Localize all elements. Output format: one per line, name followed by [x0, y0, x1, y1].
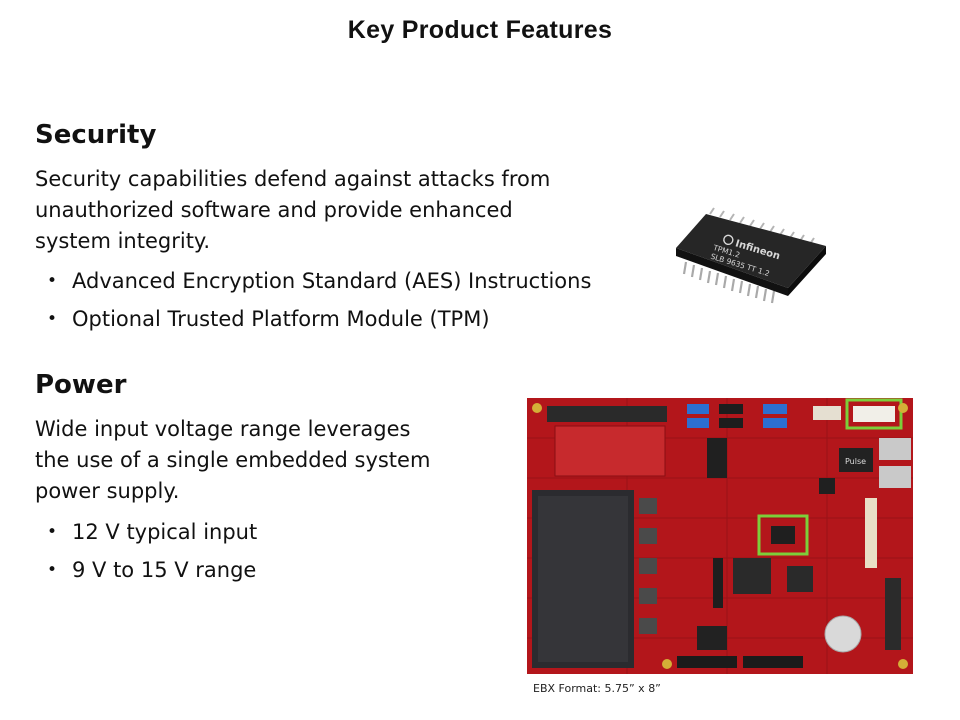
sata-connector: [687, 404, 709, 414]
ethernet-port: [879, 438, 911, 460]
memory-slot: [547, 406, 667, 422]
power-description-line: Wide input voltage range leverages: [35, 417, 411, 441]
inductor: [639, 498, 657, 514]
board-chip: [733, 558, 771, 594]
usb-connector: [763, 404, 787, 414]
board-chip: [697, 626, 727, 650]
security-bullet-tpm: • Optional Trusted Platform Module (TPM): [47, 300, 591, 338]
inductor: [639, 528, 657, 544]
mounting-hole: [532, 403, 542, 413]
power-description-line: the use of a single embedded system: [35, 448, 431, 472]
bullet-icon: •: [47, 560, 58, 580]
infineon-logo-icon: [723, 234, 734, 246]
security-bullet-list: • Advanced Encryption Standard (AES) Inst…: [47, 262, 591, 338]
power-bullet-typical: • 12 V typical input: [47, 513, 257, 551]
power-description-line: power supply.: [35, 479, 180, 503]
mounting-hole: [898, 659, 908, 669]
inductor: [639, 558, 657, 574]
memory-area: [554, 425, 666, 477]
board-caption: EBX Format: 5.75” x 8”: [533, 682, 661, 695]
slide-title: Key Product Features: [347, 16, 613, 44]
board-chip: [787, 566, 813, 592]
security-bullet-aes: • Advanced Encryption Standard (AES) Inst…: [47, 262, 591, 300]
chip-pins-top: [709, 207, 815, 245]
power-description: Wide input voltage range leverages the u…: [35, 414, 430, 507]
power-connector-highlight: [845, 398, 903, 430]
inductor: [639, 618, 657, 634]
connector-header: [813, 406, 841, 420]
tpm-chip-on-board: [771, 526, 795, 544]
chip-side-right: [788, 246, 826, 296]
inductor: [639, 588, 657, 604]
power-connector: [853, 406, 895, 422]
chip-side: [676, 248, 788, 296]
security-description-line: system integrity.: [35, 229, 211, 253]
bullet-icon: •: [47, 309, 58, 329]
mounting-hole: [662, 659, 672, 669]
sata-connector: [719, 418, 743, 428]
usb-connector: [763, 418, 787, 428]
power-bullet-list: • 12 V typical input • 9 V to 15 V range: [47, 513, 257, 589]
bullet-icon: •: [47, 522, 58, 542]
ethernet-port: [879, 466, 911, 488]
pulse-chip-label: Pulse: [845, 457, 866, 466]
board-chip: [819, 478, 835, 494]
pulse-magnetics-chip: [839, 448, 873, 472]
sata-connector: [719, 404, 743, 414]
pin-header: [865, 498, 877, 568]
bullet-text: 9 V to 15 V range: [72, 558, 257, 582]
cpu-heatsink-face: [538, 496, 628, 662]
bullet-text: 12 V typical input: [72, 520, 258, 544]
security-heading: Security: [35, 120, 157, 150]
bottom-connector: [677, 656, 737, 668]
bullet-text: Optional Trusted Platform Module (TPM): [72, 307, 490, 331]
bullet-text: Advanced Encryption Standard (AES) Instr…: [72, 269, 592, 293]
mounting-hole: [898, 403, 908, 413]
board-chip: [707, 438, 727, 478]
sata-connector: [687, 418, 709, 428]
ebx-board-image: Pulse: [527, 398, 913, 674]
power-bullet-range: • 9 V to 15 V range: [47, 551, 257, 589]
bullet-icon: •: [47, 271, 58, 291]
bottom-connector: [743, 656, 803, 668]
tpm-chip-image: Infineon TPM1.2 SLB 9635 TT 1.2: [676, 207, 826, 304]
security-description-line: Security capabilities defend against att…: [35, 167, 551, 191]
power-heading: Power: [35, 370, 127, 400]
board-chip: [713, 558, 723, 608]
tpm-chip-highlight: [757, 514, 809, 556]
chip-pins-bottom: [682, 261, 776, 304]
security-description: Security capabilities defend against att…: [35, 164, 550, 257]
security-description-line: unauthorized software and provide enhanc…: [35, 198, 513, 222]
chip-body: [676, 214, 826, 288]
pin-header: [885, 578, 901, 650]
coin-battery: [824, 615, 862, 653]
